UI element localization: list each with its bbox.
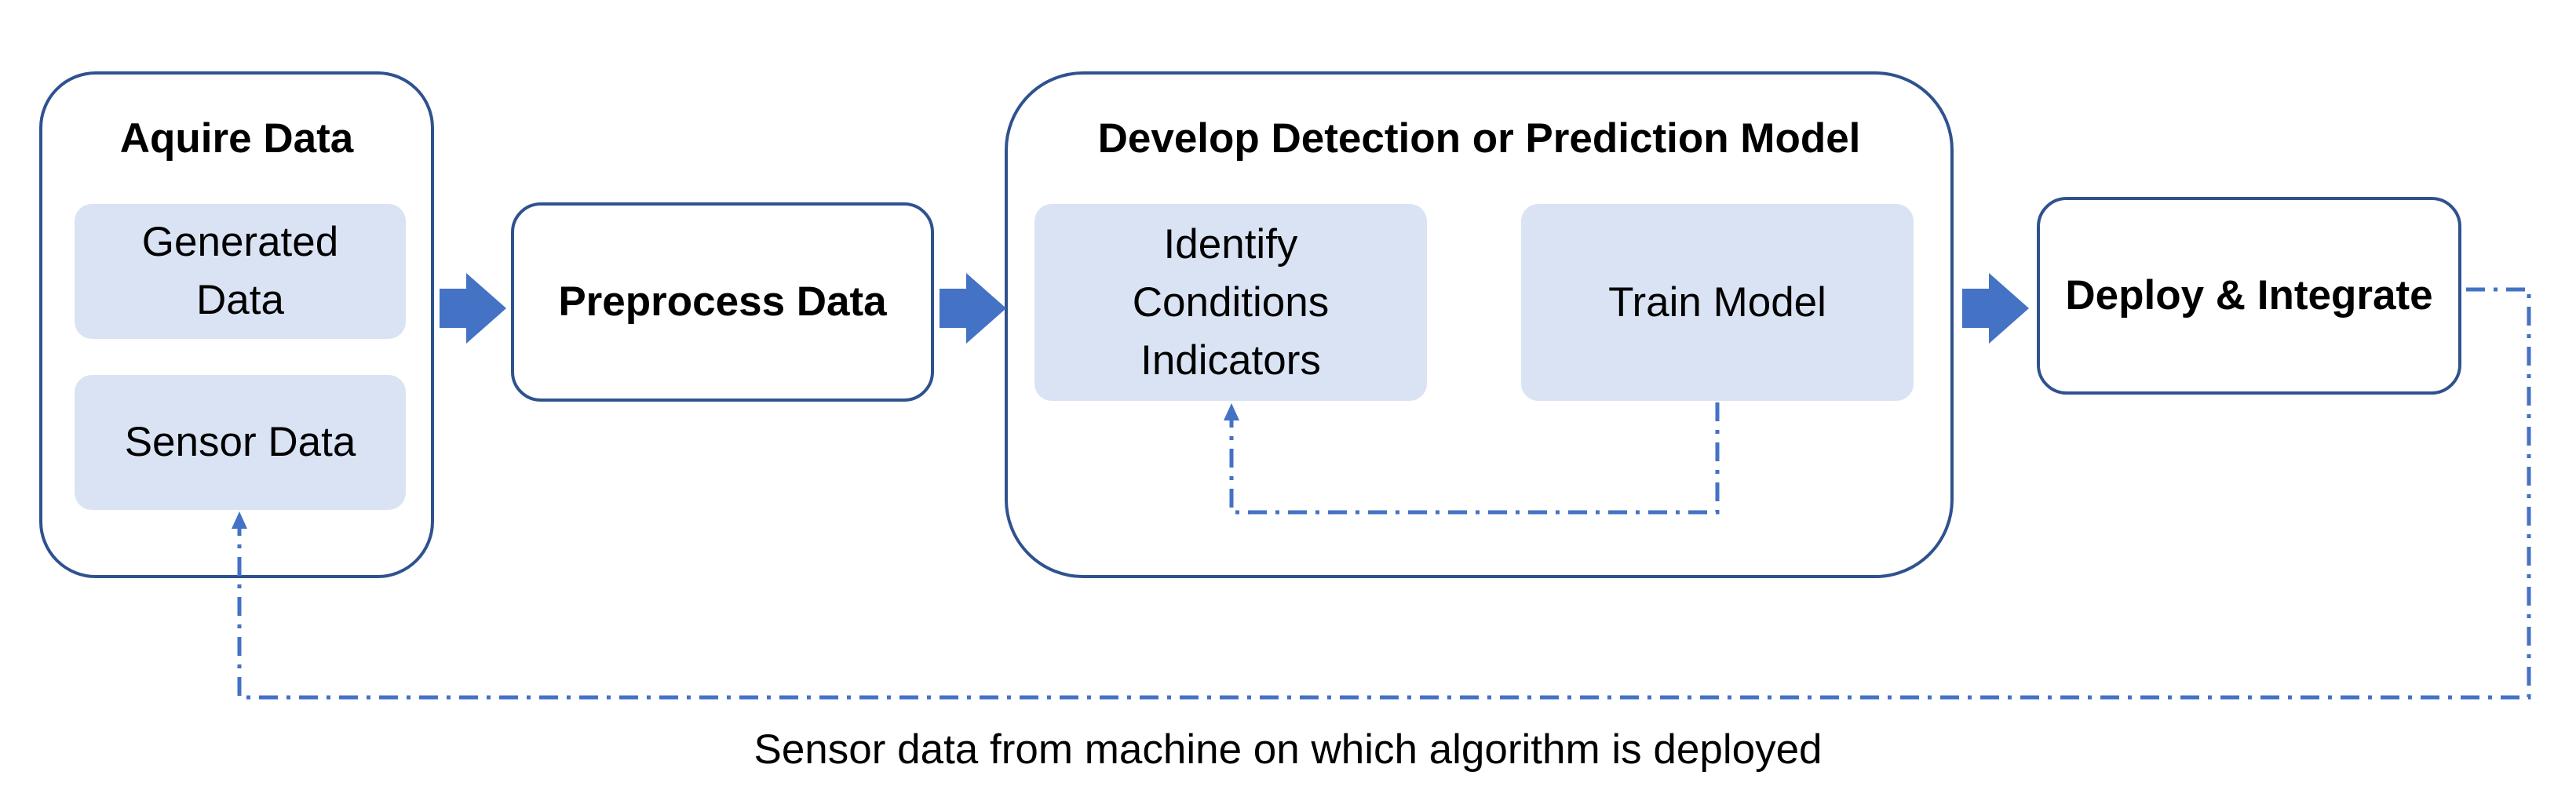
generated-data-box: Generated Data — [75, 204, 406, 339]
deploy-to-sensor-arrowhead — [232, 511, 247, 529]
train-to-identify-arrowhead — [1224, 403, 1239, 420]
arrow-acquire-to-preprocess — [440, 273, 506, 344]
train-to-identify-dashed-connector — [1229, 402, 1720, 515]
develop-model-title: Develop Detection or Prediction Model — [1097, 115, 1861, 162]
arrow-develop-to-deploy — [1962, 273, 2029, 344]
feedback-loop-caption: Sensor data from machine on which algori… — [753, 726, 1823, 773]
sensor-data-box: Sensor Data — [75, 375, 406, 510]
acquire-data-title: Aquire Data — [119, 115, 354, 162]
train-model-box: Train Model — [1521, 204, 1914, 401]
identify-condition-indicators-box: Identify Conditions Indicators — [1034, 204, 1427, 401]
arrow-preprocess-to-develop — [940, 273, 1006, 344]
preprocess-data-stage: Preprocess Data — [511, 202, 934, 402]
deploy-to-sensor-dashed-connector — [237, 287, 2531, 700]
deploy-integrate-stage: Deploy & Integrate — [2037, 197, 2461, 395]
